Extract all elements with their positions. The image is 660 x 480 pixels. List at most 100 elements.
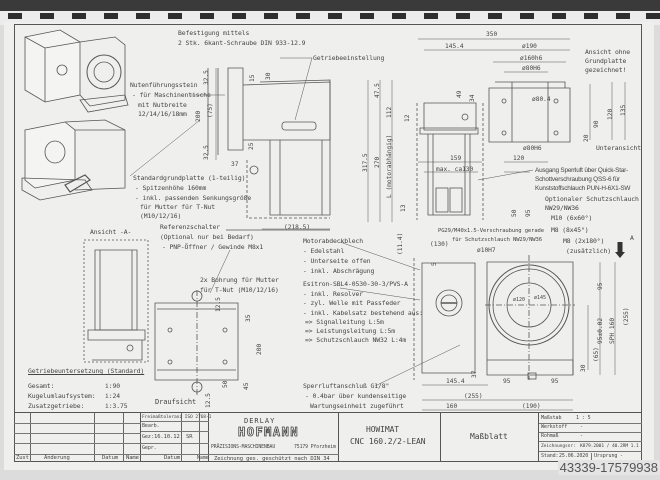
bottom-view (488, 81, 571, 143)
note-grundplatte-3: - inkl. passenden Senkungsgröße (135, 194, 252, 202)
dim-label: 32.5 (203, 145, 210, 160)
note-bohrung-2: für T-Nut (M10/12/16) (200, 286, 279, 294)
protection-note: Zeichnung ges. geschützt nach DIN 34 (214, 456, 330, 462)
dim-label: ø10H7 (477, 247, 496, 254)
note-bohrung-1: 2x Bohrung für Mutter (200, 276, 279, 284)
stand-label: Stand: (541, 453, 559, 459)
note-sperrluft-2: - 0.4bar über kundenseitige (305, 392, 407, 400)
dim-label: 145.4 (445, 43, 464, 50)
dim-label: 49 (456, 90, 463, 98)
company-logo-top: DERLAY (244, 417, 276, 425)
werkstoff-value: - (580, 424, 583, 430)
note-grundplatte-1: Standardgrundplatte (1-teilig) (133, 174, 246, 182)
rev-header-aenderung: Änderung (44, 455, 70, 461)
draufsicht-label: Draufsicht (155, 398, 197, 406)
draufsicht-view (154, 290, 239, 395)
note-motorabdeck-1: Motorabdeckblech (303, 237, 363, 245)
rev-header-name: Name (126, 455, 139, 461)
note-pg-1: PG29/M40x1.5-Verschraubung gerade (438, 228, 544, 234)
dim-label: (11.4) (397, 232, 404, 255)
watermark-id: 43339-17579938 (557, 460, 660, 475)
dim-label: 15 (249, 74, 256, 82)
dim-label: 12.5 (215, 297, 222, 312)
dim-label: 50 (222, 380, 229, 388)
dim-label: (130) (430, 241, 449, 248)
note-grundplatte-2: - Spitzenhöhe 160mm (135, 184, 207, 192)
dim-label: 45 (243, 382, 250, 390)
note-thread-m10: M10 (6x60°) (551, 214, 593, 222)
motor-view (416, 102, 484, 220)
dim-label: 90 (593, 120, 600, 128)
note-esitron-6: => Leistungsleitung L:5m (305, 327, 395, 335)
note-esitron-3: - zyl. Welle mit Passfeder (303, 299, 401, 307)
note-ansicht-ohne-1: Ansicht ohne (585, 48, 630, 56)
note-nutenfuehrung-4: 12/14/16/18mm (138, 110, 187, 118)
ursprung-value: - (620, 453, 623, 459)
gez-label: Gez: (142, 434, 154, 440)
note-nutenfuehrung-3: mit Nutbreite (138, 101, 187, 109)
dim-label: 12 (404, 114, 411, 122)
dim-label: ø80H6 (522, 65, 541, 72)
company-name: PRÄZISIONS-MASCHINENBAU (211, 445, 276, 450)
gez-date: 16.10.12 (154, 434, 180, 440)
note-esitron-7: => Schutzschlauch NW32 L:4m (305, 336, 407, 344)
massstab-value: 1 : 5 (576, 415, 591, 421)
note-esitron-2: - inkl. Resolver (303, 290, 363, 298)
dim-label: 135 (620, 104, 627, 116)
note-sperrluft-3: Wartungseinheit zugeführt (310, 402, 404, 410)
view-a (83, 239, 149, 363)
dim-label: (65) (593, 347, 600, 362)
dim-label: (255) (623, 307, 630, 326)
dim-label: 34 (469, 94, 476, 102)
dim-label: 95 (597, 282, 604, 290)
dim-label: 160 (446, 403, 458, 410)
zeichnungsnr-label: Zeichnungsnr: (541, 444, 576, 449)
note-esitron-1: Esitron-SBL4-0530-30-3/PVS-A (303, 280, 408, 288)
note-thread-m8: M8 (8x45°) (551, 226, 589, 234)
dim-label: 20 (583, 134, 590, 142)
bearb-label: Bearb. (142, 423, 160, 429)
dim-label: 32.5 (203, 70, 210, 85)
binding-strip (0, 11, 660, 25)
note-thread-m8-extra: M8 (2x180°) (563, 237, 605, 245)
note-ausgang-3: Kunststoffschlauch PUN-H-6X1-SW (535, 185, 631, 192)
dim-label: 30 (580, 364, 587, 372)
dim-label: ø145 (534, 295, 547, 301)
dim-label: (255) (464, 393, 483, 400)
view-arrow-a-head (615, 252, 625, 258)
side-view (207, 67, 331, 231)
dim-label: 13 (400, 204, 407, 212)
note-ausgang-2: Schottverschraubung QSS-6 für (535, 176, 620, 183)
dim-label: 270 (374, 156, 381, 168)
product-name: HOWIMAT (366, 425, 400, 434)
note-zusaetzlich: (zusätzlich) (566, 247, 611, 255)
note-motorabdeck-4: - inkl. Abschrägung (303, 267, 375, 275)
document-type: Maßblatt (470, 432, 508, 441)
note-befestigung-2: 2 Stk. 6kant-Schraube DIN 933-12.9 (178, 39, 306, 47)
dim-label: 25 (248, 142, 255, 150)
dim-label: 200 (256, 343, 263, 355)
rohmass-value: - (580, 433, 583, 439)
gear-ratio-title: Getriebeuntersetzung (Standard) (28, 367, 145, 375)
gear-ratio-value: i:3.75 (105, 402, 128, 410)
note-ansicht-ohne-3: gezeichnet! (585, 66, 627, 74)
note-schutzschlauch-1: Optionaler Schutzschlauch (545, 195, 639, 203)
dim-label: (190) (522, 403, 541, 410)
gez-name: SR (186, 434, 193, 440)
gear-ratio-label: Zusatzgetriebe: (28, 402, 85, 410)
rev-header-zust: Zust (16, 455, 29, 461)
leader-lines (129, 57, 534, 387)
note-esitron-4: - inkl. Kabelsatz bestehend aus: (303, 309, 423, 317)
note-referenz-1: Referenzschalter (160, 223, 220, 231)
rohmass-label: Rohmaß (541, 433, 559, 439)
dim-label: 95 (525, 209, 532, 217)
note-pg-2: für Schutzschlauch NW29/NW36 (452, 237, 542, 243)
note-motorabdeck-2: - Edelstahl (303, 247, 345, 255)
gear-ratio-value: i:24 (105, 392, 120, 400)
view-arrow-a-label: A (630, 234, 634, 242)
dim-label: ø80.4 (532, 96, 551, 103)
dim-label: ø160h6 (520, 55, 543, 62)
note-esitron-5: => Signalleitung L:5m (305, 318, 384, 326)
note-motorabdeck-3: - Unterseite offen (303, 257, 371, 265)
dim-label: 317.5 (362, 153, 369, 172)
